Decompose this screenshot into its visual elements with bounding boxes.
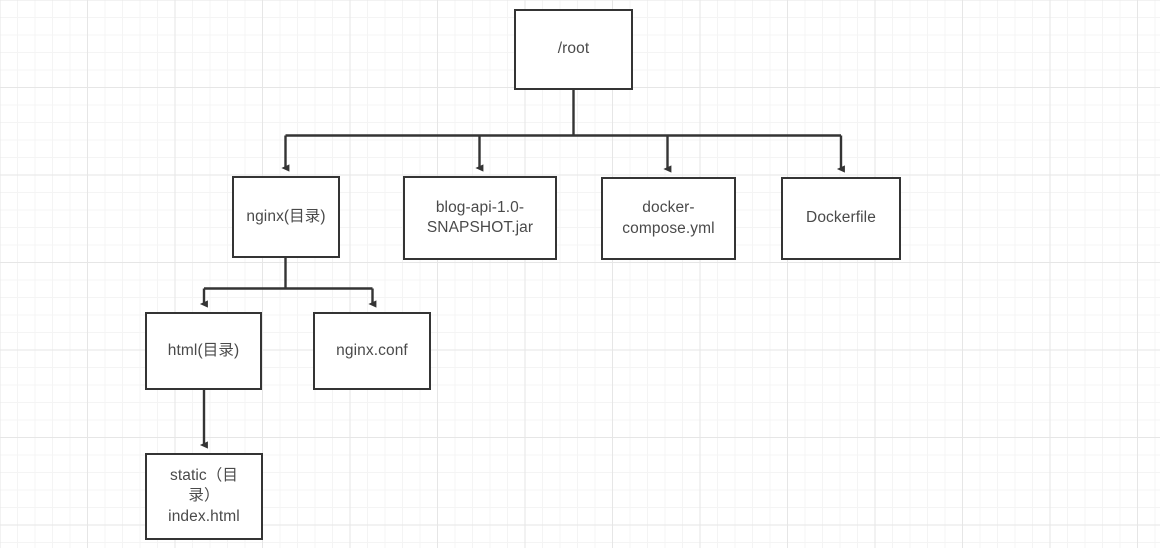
node-dockerfile-label: Dockerfile: [806, 209, 876, 227]
node-static-dir-label: static（目 录） index.html: [168, 466, 240, 525]
node-blog-api-jar[interactable]: blog-api-1.0- SNAPSHOT.jar: [403, 176, 557, 260]
node-docker-compose-label: docker- compose.yml: [622, 199, 715, 237]
node-root[interactable]: /root: [514, 9, 633, 90]
node-nginx-conf-label: nginx.conf: [336, 341, 408, 359]
node-nginx-conf[interactable]: nginx.conf: [313, 312, 431, 390]
node-nginx-dir[interactable]: nginx(目录): [232, 176, 340, 258]
node-docker-compose[interactable]: docker- compose.yml: [601, 177, 736, 260]
node-dockerfile[interactable]: Dockerfile: [781, 177, 901, 260]
node-html-dir-label: html(目录): [167, 341, 240, 359]
node-blog-api-jar-label: blog-api-1.0- SNAPSHOT.jar: [426, 198, 534, 236]
node-nginx-dir-label: nginx(目录): [246, 207, 326, 225]
node-static-dir[interactable]: static（目 录） index.html: [145, 453, 263, 540]
node-html-dir[interactable]: html(目录): [145, 312, 262, 390]
node-root-label: /root: [557, 40, 590, 58]
